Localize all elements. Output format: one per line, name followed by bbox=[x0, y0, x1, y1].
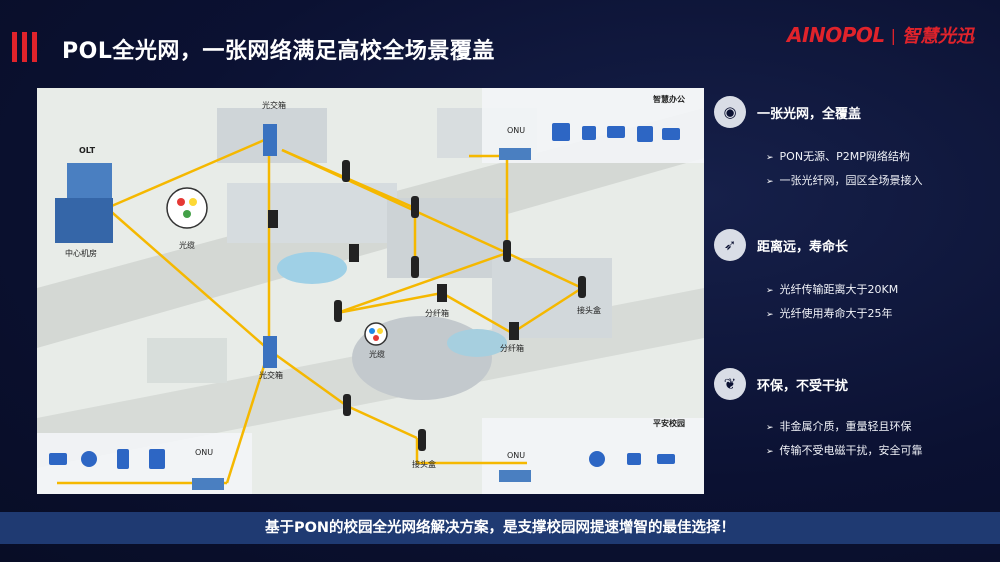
joint-box bbox=[411, 256, 419, 278]
label-center-room: 中心机房 bbox=[65, 249, 97, 258]
label-smart-office: 智慧办公 bbox=[653, 95, 685, 104]
label-onu-bottom-left: ONU bbox=[195, 448, 214, 457]
feature-point: 非金属介质，重量轻且环保 bbox=[766, 418, 912, 434]
optical-cabinet-bottom bbox=[263, 336, 277, 368]
splitter-box bbox=[509, 322, 519, 340]
terminal-icons bbox=[49, 123, 680, 469]
leaf-icon: ❦ bbox=[714, 368, 746, 400]
logo-brand: AINOPOL bbox=[787, 23, 885, 47]
campus-building bbox=[227, 183, 397, 243]
splitter-box bbox=[437, 284, 447, 302]
label-fiber-cable-2: 光缆 bbox=[369, 350, 385, 359]
feature-title: 距离远，寿命长 bbox=[757, 240, 849, 255]
splitter-box bbox=[268, 210, 278, 228]
joint-box bbox=[418, 429, 426, 451]
feature-coverage: ◉ 一张光网，全覆盖 PON无源、P2MP网络结构 一张光纤网，园区全场景接入 bbox=[714, 96, 984, 196]
feature-distance: ➶ 距离远，寿命长 光纤传输距离大于20KM 光纤使用寿命大于25年 bbox=[714, 229, 984, 329]
onu-device bbox=[499, 148, 531, 160]
joint-box bbox=[343, 394, 351, 416]
logo-cn: 智慧光迅 bbox=[902, 26, 974, 47]
onu-device bbox=[499, 470, 531, 482]
campus-building bbox=[147, 338, 227, 383]
rocket-icon: ➶ bbox=[714, 229, 746, 261]
label-splitter-2: 分纤箱 bbox=[500, 344, 524, 353]
optical-cabinet-top bbox=[263, 124, 277, 156]
center-room-building bbox=[55, 198, 113, 243]
fiber-cable-icon bbox=[364, 322, 388, 346]
network-diagram: OLT 中心机房 光交箱 光交箱 光缆 光缆 分纤箱 分纤箱 接头盒 接头盒 智… bbox=[37, 88, 704, 494]
campus-pond bbox=[277, 252, 347, 284]
joint-box bbox=[334, 300, 342, 322]
joint-box bbox=[503, 240, 511, 262]
label-joint-box-2: 接头盒 bbox=[412, 460, 436, 469]
fiber-cable-icon bbox=[166, 187, 208, 229]
title-accent-bars bbox=[12, 32, 37, 62]
campus-building bbox=[387, 198, 507, 278]
feature-point: PON无源、P2MP网络结构 bbox=[766, 148, 910, 164]
feature-title: 环保，不受干扰 bbox=[757, 379, 849, 394]
label-onu-top: ONU bbox=[507, 126, 526, 135]
campus-map-illustration bbox=[37, 88, 704, 494]
onu-device bbox=[192, 478, 224, 490]
label-safe-campus: 平安校园 bbox=[653, 419, 685, 428]
feature-point: 光纤使用寿命大于25年 bbox=[766, 305, 893, 321]
feature-point: 一张光纤网，园区全场景接入 bbox=[766, 172, 923, 188]
label-optical-cabinet-top: 光交箱 bbox=[262, 101, 286, 110]
feature-eco: ❦ 环保，不受干扰 非金属介质，重量轻且环保 传输不受电磁干扰，安全可靠 bbox=[714, 368, 984, 468]
label-joint-box-1: 接头盒 bbox=[577, 306, 601, 315]
brand-logo: AINOPOL | 智慧光迅 bbox=[787, 22, 974, 48]
label-optical-cabinet-bottom: 光交箱 bbox=[259, 371, 283, 380]
splitter-box bbox=[349, 244, 359, 262]
olt-device bbox=[67, 163, 112, 198]
campus-pond bbox=[447, 329, 507, 357]
feature-point: 光纤传输距离大于20KM bbox=[766, 281, 899, 297]
globe-icon: ◉ bbox=[714, 96, 746, 128]
label-splitter-1: 分纤箱 bbox=[425, 309, 449, 318]
joint-box bbox=[578, 276, 586, 298]
logo-separator: | bbox=[890, 25, 896, 45]
label-olt: OLT bbox=[79, 146, 96, 155]
feature-point: 传输不受电磁干扰，安全可靠 bbox=[766, 442, 923, 458]
page-title: POL全光网，一张网络满足高校全场景覆盖 bbox=[62, 39, 495, 64]
feature-title: 一张光网，全覆盖 bbox=[757, 107, 862, 122]
bottom-banner: 基于PON的校园全光网络解决方案，是支撑校园网提速增智的最佳选择！ bbox=[0, 512, 1000, 544]
joint-box bbox=[342, 160, 350, 182]
label-fiber-cable-1: 光缆 bbox=[179, 241, 195, 250]
joint-box bbox=[411, 196, 419, 218]
label-onu-bottom-right: ONU bbox=[507, 451, 526, 460]
